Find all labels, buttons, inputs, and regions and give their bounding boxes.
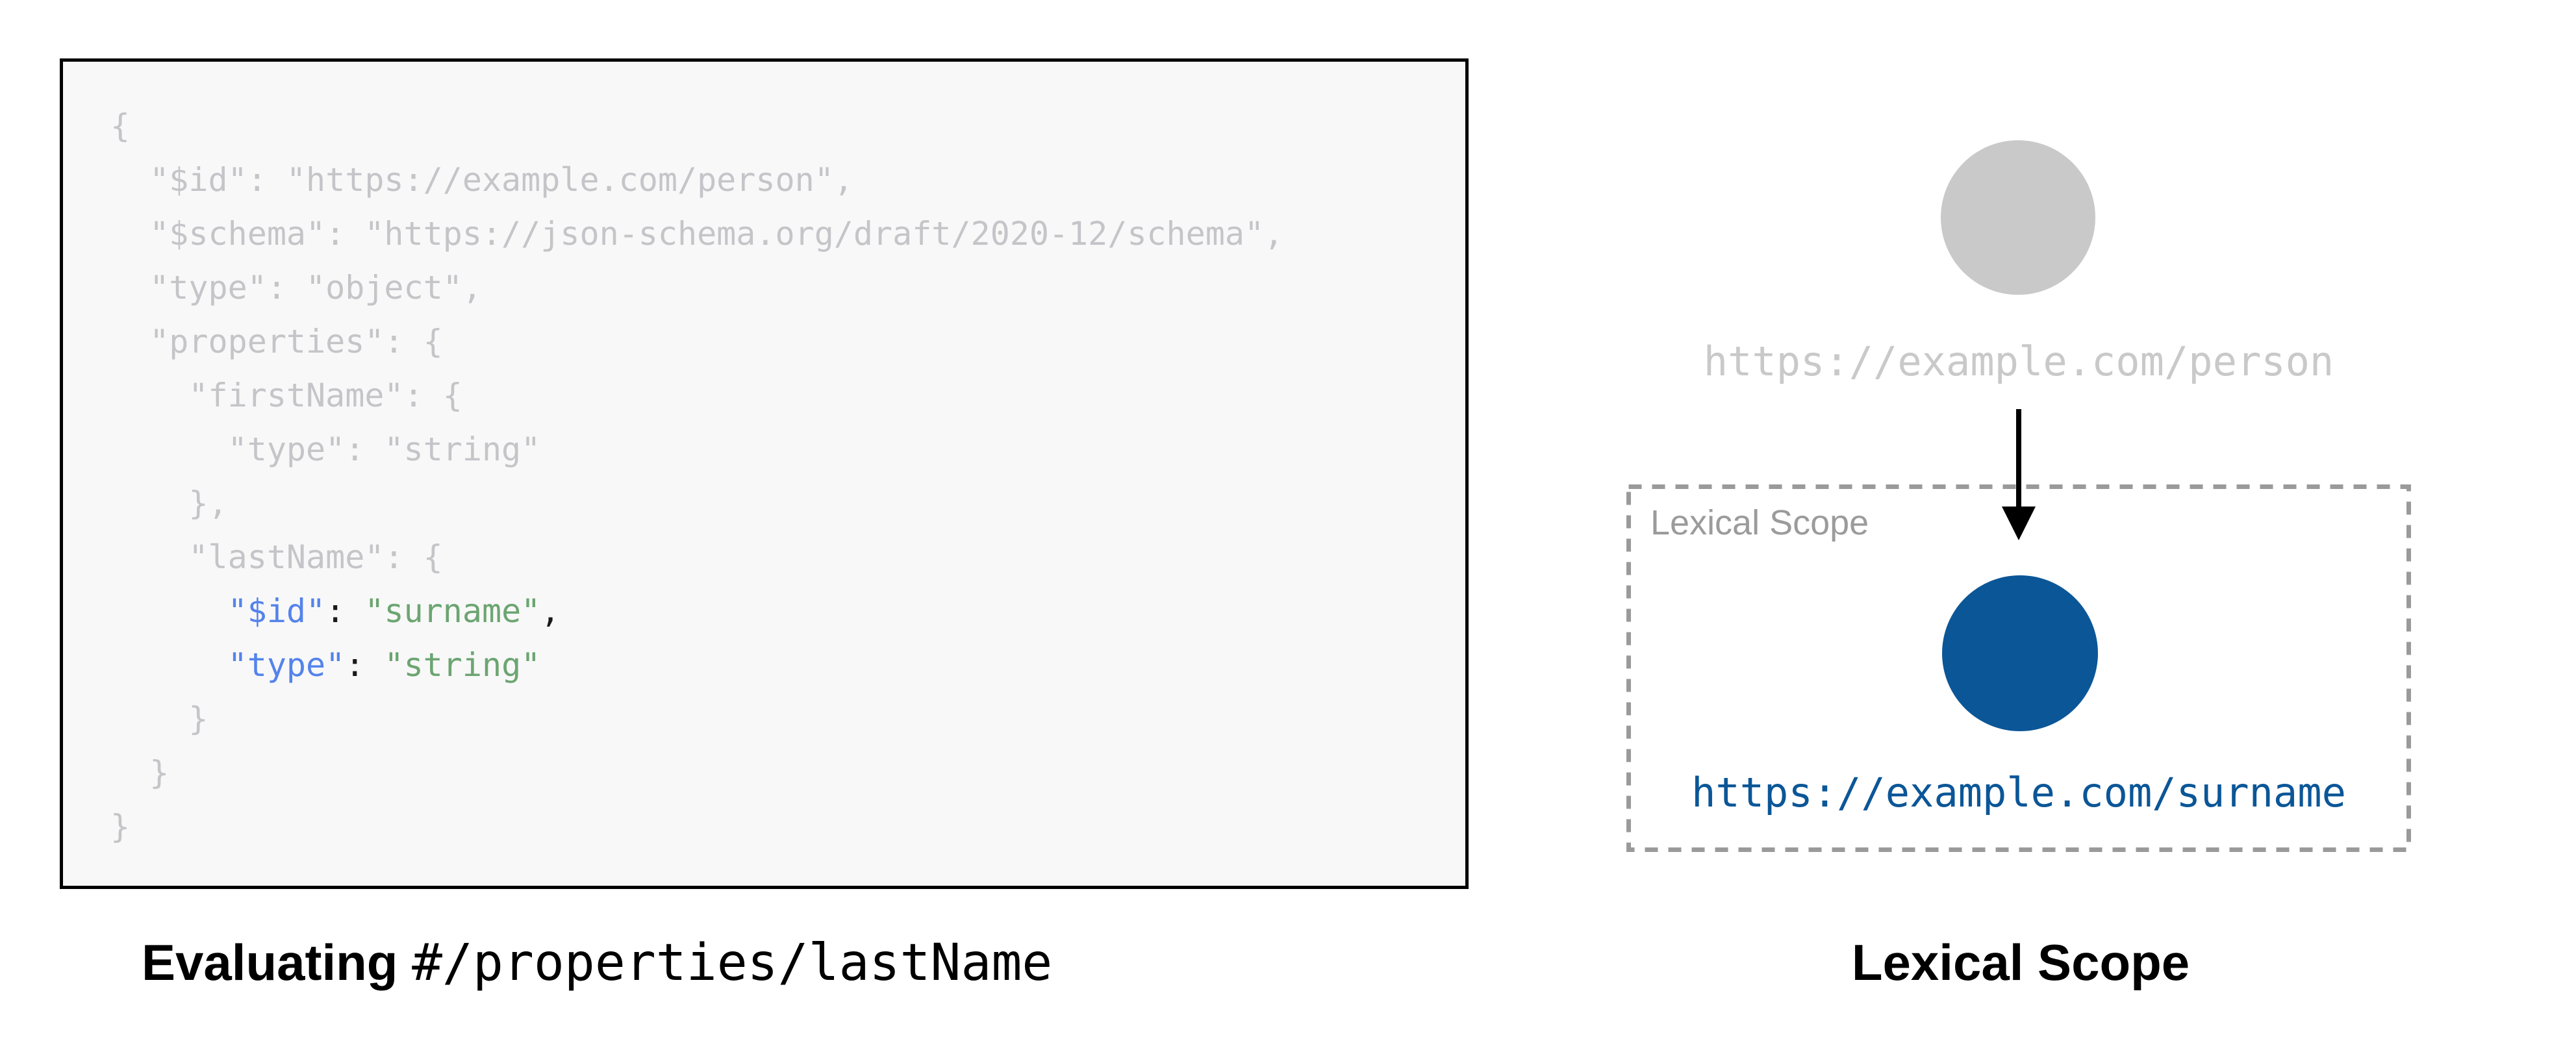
code-line: "$schema": "https://json-schema.org/draf… <box>110 207 1283 261</box>
code-line: }, <box>110 477 1283 531</box>
person-url-label: https://example.com/person <box>1703 338 2334 385</box>
code-token: { <box>110 107 131 145</box>
evaluating-caption-bold: Evaluating <box>142 934 412 991</box>
code-line: "type": "object", <box>110 261 1283 315</box>
lexical-scope-box <box>1626 484 2411 852</box>
code-token: , <box>540 592 561 630</box>
code-token: "string" <box>384 646 541 684</box>
lexical-scope-box-label: Lexical Scope <box>1650 503 1869 542</box>
code-line: "$id": "https://example.com/person", <box>110 153 1283 207</box>
code-line: "properties": { <box>110 315 1283 369</box>
code-token: "type": "object", <box>110 269 482 307</box>
code-token: "surname" <box>364 592 541 630</box>
code-token: "$id": "https://example.com/person", <box>110 161 853 199</box>
lexical-scope-caption: Lexical Scope <box>1851 934 2190 991</box>
code-token: "firstName": { <box>110 377 462 414</box>
code-token: "properties": { <box>110 323 443 360</box>
code-line: "lastName": { <box>110 531 1283 584</box>
code-token: } <box>110 754 170 792</box>
code-token: "lastName": { <box>110 538 443 576</box>
code-token: } <box>110 700 208 738</box>
code-line: "type": "string" <box>110 638 1283 692</box>
code-line: } <box>110 746 1283 800</box>
evaluating-caption-pointer: #/properties/lastName <box>412 934 1053 992</box>
code-token: "$id" <box>227 592 326 630</box>
code-line: "$id": "surname", <box>110 584 1283 638</box>
surname-node-circle <box>1942 575 2098 731</box>
code-token: : <box>325 592 365 630</box>
code-line: "firstName": { <box>110 369 1283 423</box>
person-node-circle <box>1941 140 2095 295</box>
arrow-down-icon <box>2002 409 2036 540</box>
code-line: "type": "string" <box>110 423 1283 477</box>
code-token: : <box>345 646 385 684</box>
code-line: } <box>110 692 1283 746</box>
code-line: } <box>110 800 1283 854</box>
surname-url-label: https://example.com/surname <box>1691 769 2346 816</box>
code-token: } <box>110 808 131 845</box>
code-token: "type": "string" <box>110 431 541 468</box>
schema-code-panel: { "$id": "https://example.com/person", "… <box>60 58 1469 889</box>
code-token: "$schema": "https://json-schema.org/draf… <box>110 215 1284 253</box>
code-lines: { "$id": "https://example.com/person", "… <box>110 99 1283 854</box>
code-token <box>110 646 228 684</box>
evaluating-caption: Evaluating #/properties/lastName <box>142 933 1052 1007</box>
code-token: "type" <box>227 646 346 684</box>
code-line: { <box>110 99 1283 153</box>
code-token: }, <box>110 484 228 522</box>
code-token <box>110 592 228 630</box>
